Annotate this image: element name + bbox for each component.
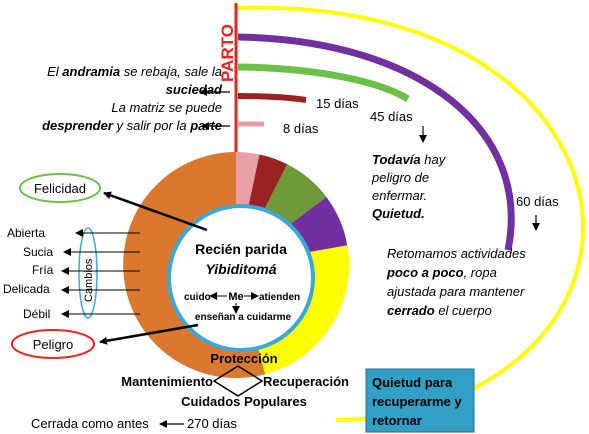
note-todavia: Todavía hay peligro de enfermar. Quietud. [371,152,447,221]
todavia-text: Todavía [372,152,421,167]
center-circle [167,204,315,352]
cambios-ellipse [78,227,98,319]
center-ensenan: enseñan a cuidarme [195,312,292,323]
note-andramia: El andramia se rebaja, sale la suciedad [47,64,223,97]
note-retomamos: Retomamos actividades poco a poco, ropa aj… [386,246,526,318]
care-rhombus [212,365,264,397]
felicidad-ellipse [19,173,101,203]
matriz-text: y salir por la [113,118,190,133]
cerrada-label: Cerrada como antes [31,416,149,431]
pie-chart [123,152,350,378]
retomamos-text: ajustada para mantener [387,284,525,299]
center-subtitle: Yibiditomá [205,261,276,277]
andramia-text: se rebaja, sale la [120,64,222,79]
matriz-text: La matriz se puede [111,100,222,115]
felicidad-label: Felicidad [34,181,86,196]
duration-8: 8 días [283,121,319,136]
duration-270: 270 días [187,416,237,431]
quietud-box [365,368,475,433]
arrow-to-peligro [99,323,199,345]
care-cuidados: Cuidados Populares [181,394,307,409]
state-item: Fría [32,263,54,277]
quietud-line-1: Quietud para [372,375,453,390]
todavia-text: enfermar. [372,188,427,203]
state-item: Sucia [23,245,53,259]
matriz-text: desprender [42,118,114,133]
andramia-text: suciedad [166,82,223,97]
retomamos-text: poco a poco [386,265,464,280]
state-item: Débil [23,307,50,321]
parto-label: PARTO [218,24,237,82]
purple-arc-60 [237,33,515,251]
note-matriz: La matriz se puede desprender y salir por… [42,100,222,133]
duration-45: 45 días [370,109,413,124]
care-recuperacion: Recuperación [263,374,349,389]
quietud-line-3: retornar [372,413,422,428]
care-mantenimiento: Mantenimiento [121,374,213,389]
care-proteccion: Protección [210,351,277,366]
peligro-label: Peligro [33,337,73,352]
retomamos-text: , ropa [464,265,497,280]
green-arc-45 [237,63,410,103]
todavia-text: peligro de [371,170,429,185]
duration-60: 60 días [516,194,559,209]
state-item: Delicada [3,282,50,296]
state-item: Abierta [7,226,45,240]
left-state-list: Abierta Sucia Fría Delicada Débil [3,226,140,321]
duration-15: 15 días [316,96,359,111]
todavia-text: hay [421,152,447,167]
darkred-arc-15 [237,93,307,103]
retomamos-text: cerrado [387,303,435,318]
cambios-label: Cambios [83,258,95,302]
retomamos-text: Retomamos actividades [387,246,526,261]
arrow-to-felicidad [103,191,208,232]
center-title: Recién parida [195,241,287,257]
center-atienden: atienden [259,292,300,303]
peligro-ellipse [11,329,95,359]
center-cuido: cuido [184,292,211,303]
quietud-line-2: recuperarme y [372,394,462,409]
todavia-text: Quietud. [372,206,425,221]
andramia-text: El [47,64,62,79]
retomamos-text: el cuerpo [435,303,492,318]
andramia-text: andramia [62,64,120,79]
center-me: Me [228,291,243,303]
